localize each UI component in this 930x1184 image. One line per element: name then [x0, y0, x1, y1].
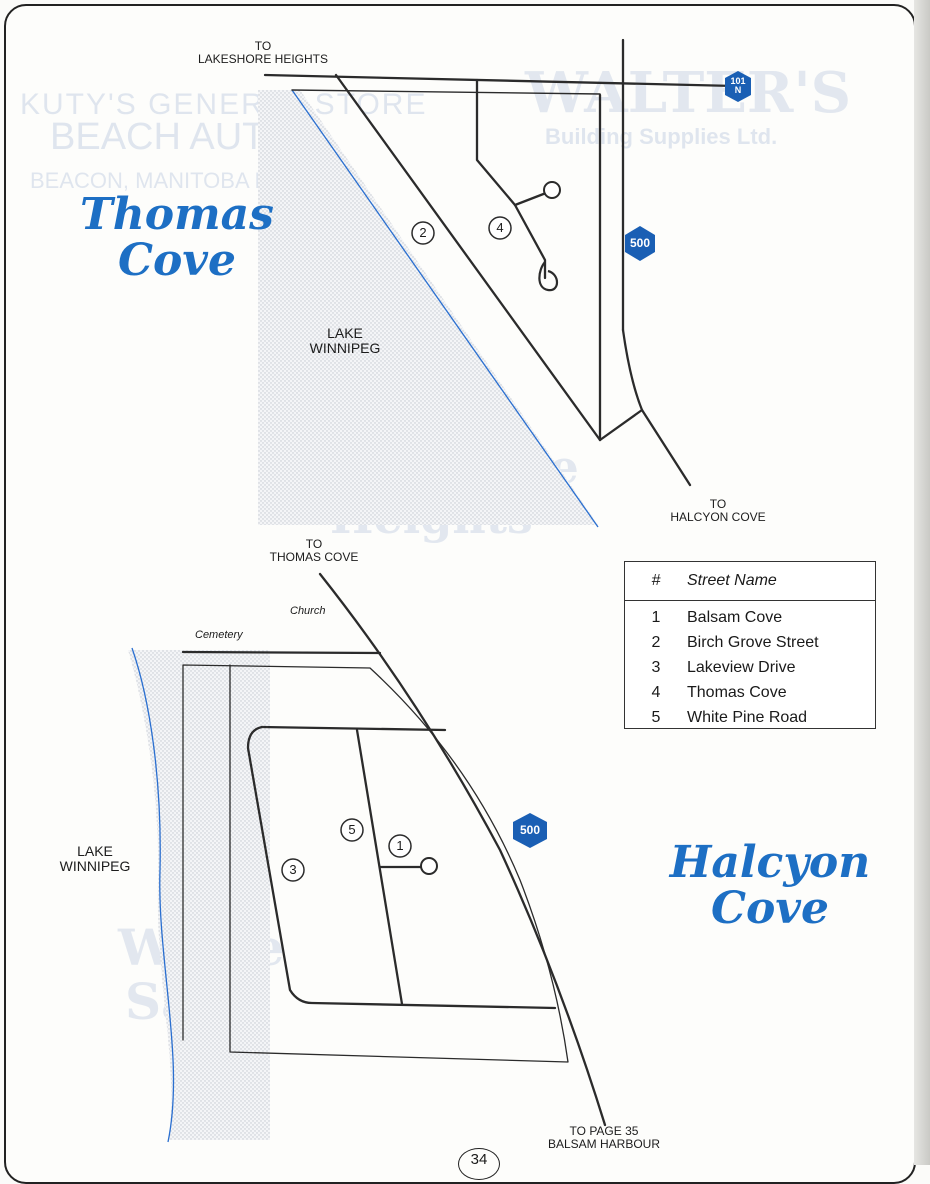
- legend-name: Thomas Cove: [687, 683, 787, 701]
- page-edge: [914, 0, 930, 1165]
- highway-500-label-lower: 500: [519, 823, 541, 837]
- legend-name: Birch Grove Street: [687, 633, 819, 651]
- street-legend: # Street Name 1 Balsam Cove 2 Birch Grov…: [624, 561, 876, 729]
- legend-row: 2 Birch Grove Street: [625, 630, 875, 655]
- bleed-through-text: BEACH AUTO: [50, 116, 295, 158]
- legend-header: # Street Name: [625, 562, 875, 601]
- street-marker-circle: [411, 221, 435, 245]
- thomas-cove-cul-de-sac: [543, 181, 561, 199]
- balsam-cove-cul-de-sac: [420, 857, 438, 875]
- to-halcyon-cove-label: TO HALCYON COVE: [670, 497, 766, 524]
- to-balsam-harbour-label: TO PAGE 35 BALSAM HARBOUR: [547, 1124, 661, 1151]
- legend-name: Balsam Cove: [687, 608, 783, 626]
- street-marker-4: 4: [496, 220, 504, 235]
- street-marker-circle: [488, 216, 512, 240]
- halcyon-cove-title: Halcyon Cove: [669, 837, 871, 935]
- street-marker-circle: [281, 858, 305, 882]
- lake-winnipeg-label-lower: LAKE WINNIPEG: [59, 843, 131, 874]
- street-marker-2: 2: [419, 225, 427, 240]
- highway-500-shield-lower: [513, 813, 547, 848]
- legend-row: 3 Lakeview Drive: [625, 655, 875, 680]
- legend-num: 5: [651, 708, 661, 726]
- thomas-cove-title: Thomas Cove: [80, 189, 274, 287]
- highway-500-shield: [625, 226, 655, 261]
- legend-name: White Pine Road: [687, 708, 808, 726]
- church-label: Church: [290, 605, 326, 617]
- to-lakeshore-heights-label: TO LAKESHORE HEIGHTS: [197, 39, 329, 66]
- roads-halcyon-cove: [181, 572, 607, 1127]
- bleed-through-text: Building Supplies Ltd.: [545, 124, 778, 149]
- street-marker-3: 3: [289, 862, 297, 877]
- legend-col-num: #: [651, 572, 661, 589]
- legend-num: 3: [651, 658, 661, 676]
- legend-name: Lakeview Drive: [687, 658, 796, 676]
- to-thomas-cove-label: TO THOMAS COVE: [269, 537, 359, 564]
- legend-num: 4: [651, 683, 661, 701]
- cemetery-label: Cemetery: [195, 629, 243, 641]
- lake-winnipeg-water: [258, 90, 598, 525]
- street-marker-circle: [340, 818, 364, 842]
- highway-101-shield: [725, 71, 751, 102]
- lake-shoreline-lower: [131, 647, 175, 1143]
- lake-shoreline: [291, 89, 599, 528]
- page-number: 34: [458, 1148, 500, 1180]
- highway-101-label: 101 N: [730, 76, 746, 95]
- legend-num: 2: [651, 633, 661, 651]
- legend-row: 4 Thomas Cove: [625, 680, 875, 705]
- bleed-through-text: WALTER'S: [525, 60, 852, 126]
- lake-winnipeg-water-lower: [128, 650, 270, 1140]
- legend-row: 5 White Pine Road: [625, 705, 875, 730]
- thomas-cove-loop-end: [538, 261, 559, 292]
- highway-500-label: 500: [629, 236, 651, 250]
- street-marker-5: 5: [348, 822, 356, 837]
- lake-winnipeg-label: LAKE WINNIPEG: [309, 325, 381, 356]
- legend-row: 1 Balsam Cove: [625, 605, 875, 630]
- legend-num: 1: [651, 608, 661, 626]
- street-marker-circle: [388, 834, 412, 858]
- legend-col-name: Street Name: [687, 572, 777, 589]
- roads-thomas-cove: [263, 38, 737, 487]
- street-marker-1: 1: [396, 838, 404, 853]
